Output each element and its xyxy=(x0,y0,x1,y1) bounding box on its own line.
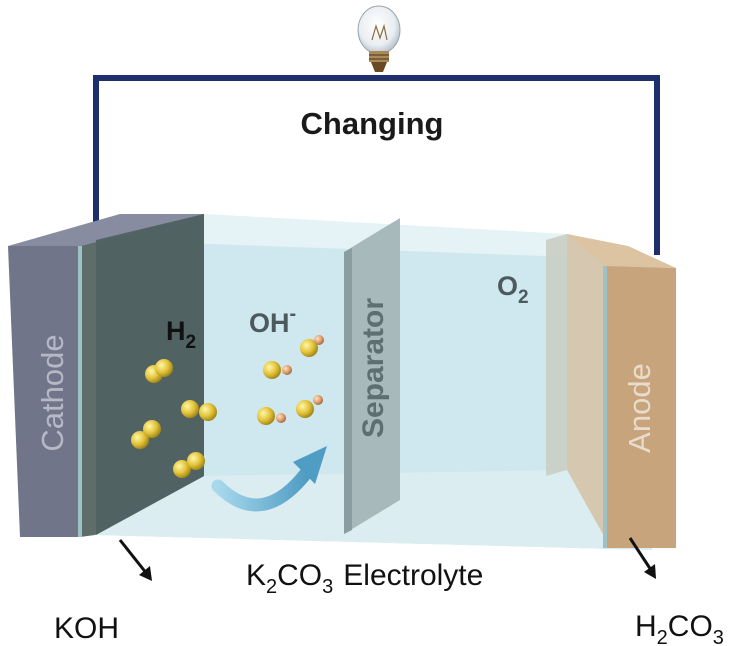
oh-ion xyxy=(263,361,292,379)
cathode-label: Cathode xyxy=(35,334,70,451)
h2co3-output-arrow xyxy=(628,537,656,579)
cathode-top-face xyxy=(8,214,204,246)
curved-arrow-icon xyxy=(211,446,327,512)
cathode-front-face xyxy=(8,246,80,537)
h2-molecule xyxy=(145,359,173,383)
h2-molecule xyxy=(173,452,205,478)
koh-label: KOH xyxy=(54,612,119,645)
anode-front-face xyxy=(605,266,676,548)
h2-label: H2 xyxy=(166,316,196,353)
circuit-wire xyxy=(93,75,660,255)
light-bulb-icon xyxy=(357,5,401,72)
oh-ion xyxy=(257,407,286,425)
anode-back-face xyxy=(567,234,605,538)
oh-ion xyxy=(300,335,324,357)
title-label: Changing xyxy=(301,106,444,141)
anode-top-face xyxy=(567,234,676,268)
separator-label: Separator xyxy=(357,298,390,438)
o2-label: O2 xyxy=(497,271,529,308)
h2co3-label: H2CO3 xyxy=(635,610,724,646)
koh-output-arrow xyxy=(118,539,152,581)
separator-panel xyxy=(344,218,400,534)
h2-molecule xyxy=(131,420,161,449)
oh-label: OH- xyxy=(249,303,296,338)
separator-edge xyxy=(344,248,352,534)
anode-inner-face xyxy=(546,234,567,476)
h2-molecule xyxy=(181,400,217,421)
anode-label: Anode xyxy=(622,363,657,453)
oh-ion xyxy=(296,395,323,418)
